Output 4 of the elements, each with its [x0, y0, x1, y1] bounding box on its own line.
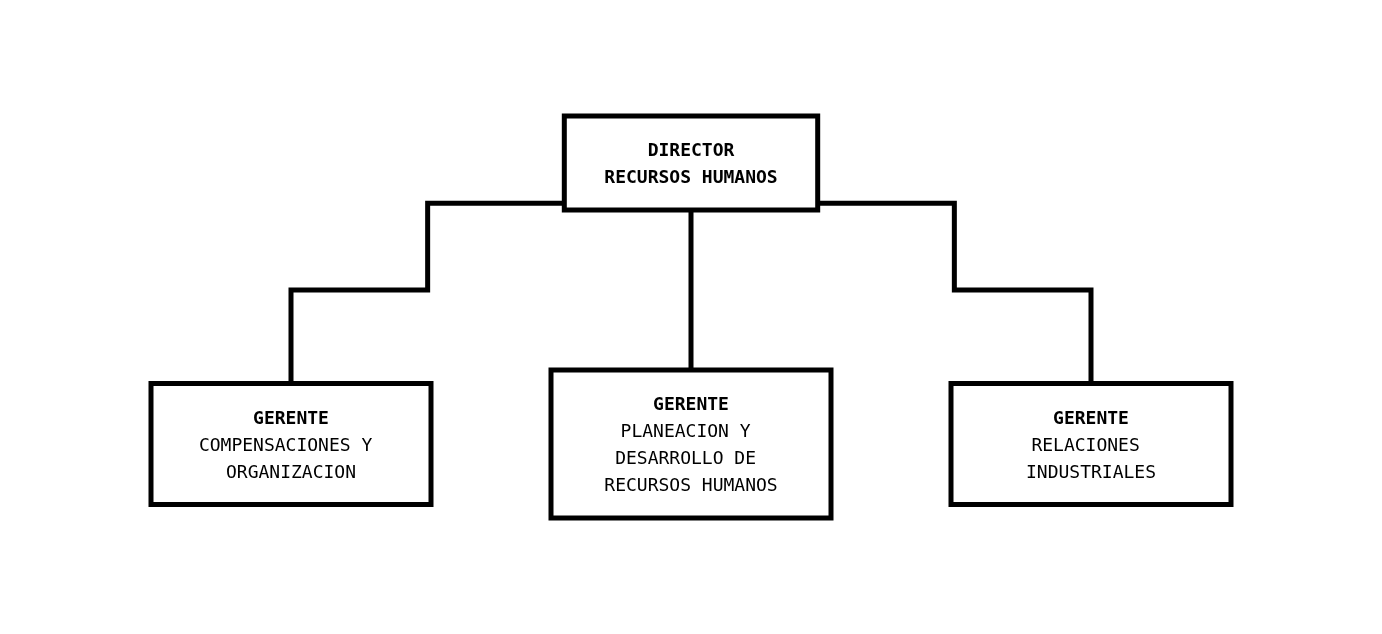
node-box: DIRECTOR RECURSOS HUMANOS — [561, 113, 821, 213]
node-box: GERENTE PLANEACION Y DESARROLLO DE RECURSOS HUMANOS — [548, 367, 834, 521]
node-box: GERENTE COMPENSACIONES Y ORGANIZACION — [148, 381, 434, 507]
node-box: GERENTE RELACIONES INDUSTRIALES — [948, 381, 1234, 507]
